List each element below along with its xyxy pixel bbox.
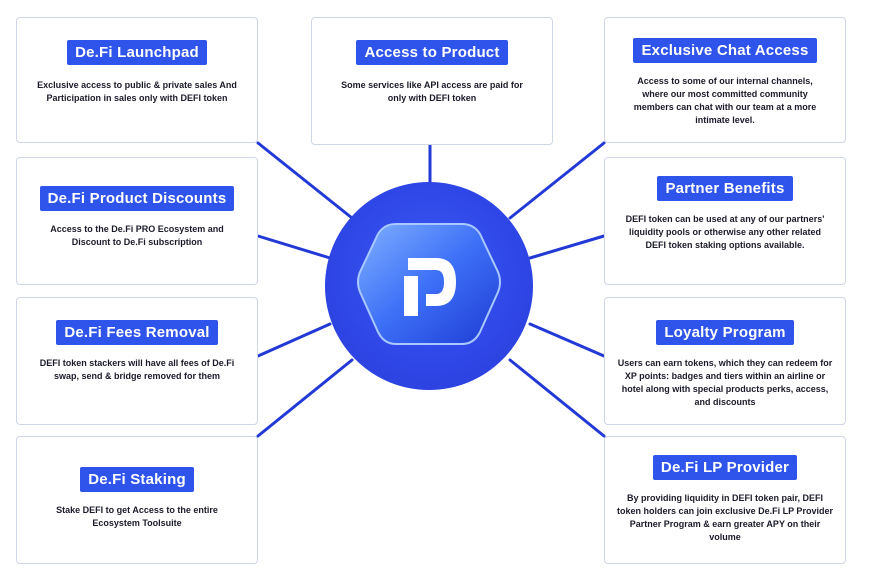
card-description: Exclusive access to public & private sal…: [37, 80, 237, 103]
connector-fees: [256, 322, 332, 358]
card-description: Access to some of our internal channels,…: [633, 76, 817, 125]
card-chat: Exclusive Chat Access Access to some of …: [604, 17, 846, 143]
connector-loyalty: [528, 322, 606, 358]
card-launchpad: De.Fi Launchpad Exclusive access to publ…: [16, 17, 258, 143]
card-loyalty: Loyalty Program Users can earn tokens, w…: [604, 297, 846, 425]
card-description: Users can earn tokens, which they can re…: [617, 358, 833, 407]
card-title: De.Fi Fees Removal: [56, 320, 218, 345]
card-description: Access to the De.Fi PRO Ecosystem and Di…: [50, 224, 224, 247]
card-fees: De.Fi Fees Removal DEFI token stackers w…: [16, 297, 258, 425]
connector-staking: [256, 358, 354, 438]
connector-chat: [508, 141, 606, 220]
card-partner: Partner Benefits DEFI token can be used …: [604, 157, 846, 285]
card-discounts: De.Fi Product Discounts Access to the De…: [16, 157, 258, 285]
card-title: Exclusive Chat Access: [633, 38, 817, 63]
connector-partner: [528, 234, 606, 260]
card-title: De.Fi Product Discounts: [39, 186, 235, 211]
card-description: By providing liquidity in DEFI token pai…: [617, 493, 833, 542]
card-title: Partner Benefits: [657, 176, 793, 201]
card-description: DEFI token stackers will have all fees o…: [39, 358, 235, 381]
card-staking: De.Fi Staking Stake DEFI to get Access t…: [16, 436, 258, 564]
card-title: Loyalty Program: [656, 320, 794, 345]
card-description: Stake DEFI to get Access to the entire E…: [56, 505, 218, 528]
center-logo-circle: [325, 182, 533, 390]
connector-launchpad: [256, 141, 354, 220]
card-lp: De.Fi LP Provider By providing liquidity…: [604, 436, 846, 564]
card-title: De.Fi Staking: [80, 467, 194, 492]
card-title: De.Fi LP Provider: [652, 455, 798, 480]
defi-logo-icon: [357, 223, 501, 345]
connector-discounts: [256, 234, 332, 260]
card-description: Some services like API access are paid f…: [341, 80, 523, 103]
card-description: DEFI token can be used at any of our par…: [625, 214, 825, 250]
card-access: Access to Product Some services like API…: [311, 17, 553, 145]
card-title: De.Fi Launchpad: [67, 40, 207, 65]
card-title: Access to Product: [356, 40, 508, 65]
connector-lp: [508, 358, 606, 438]
